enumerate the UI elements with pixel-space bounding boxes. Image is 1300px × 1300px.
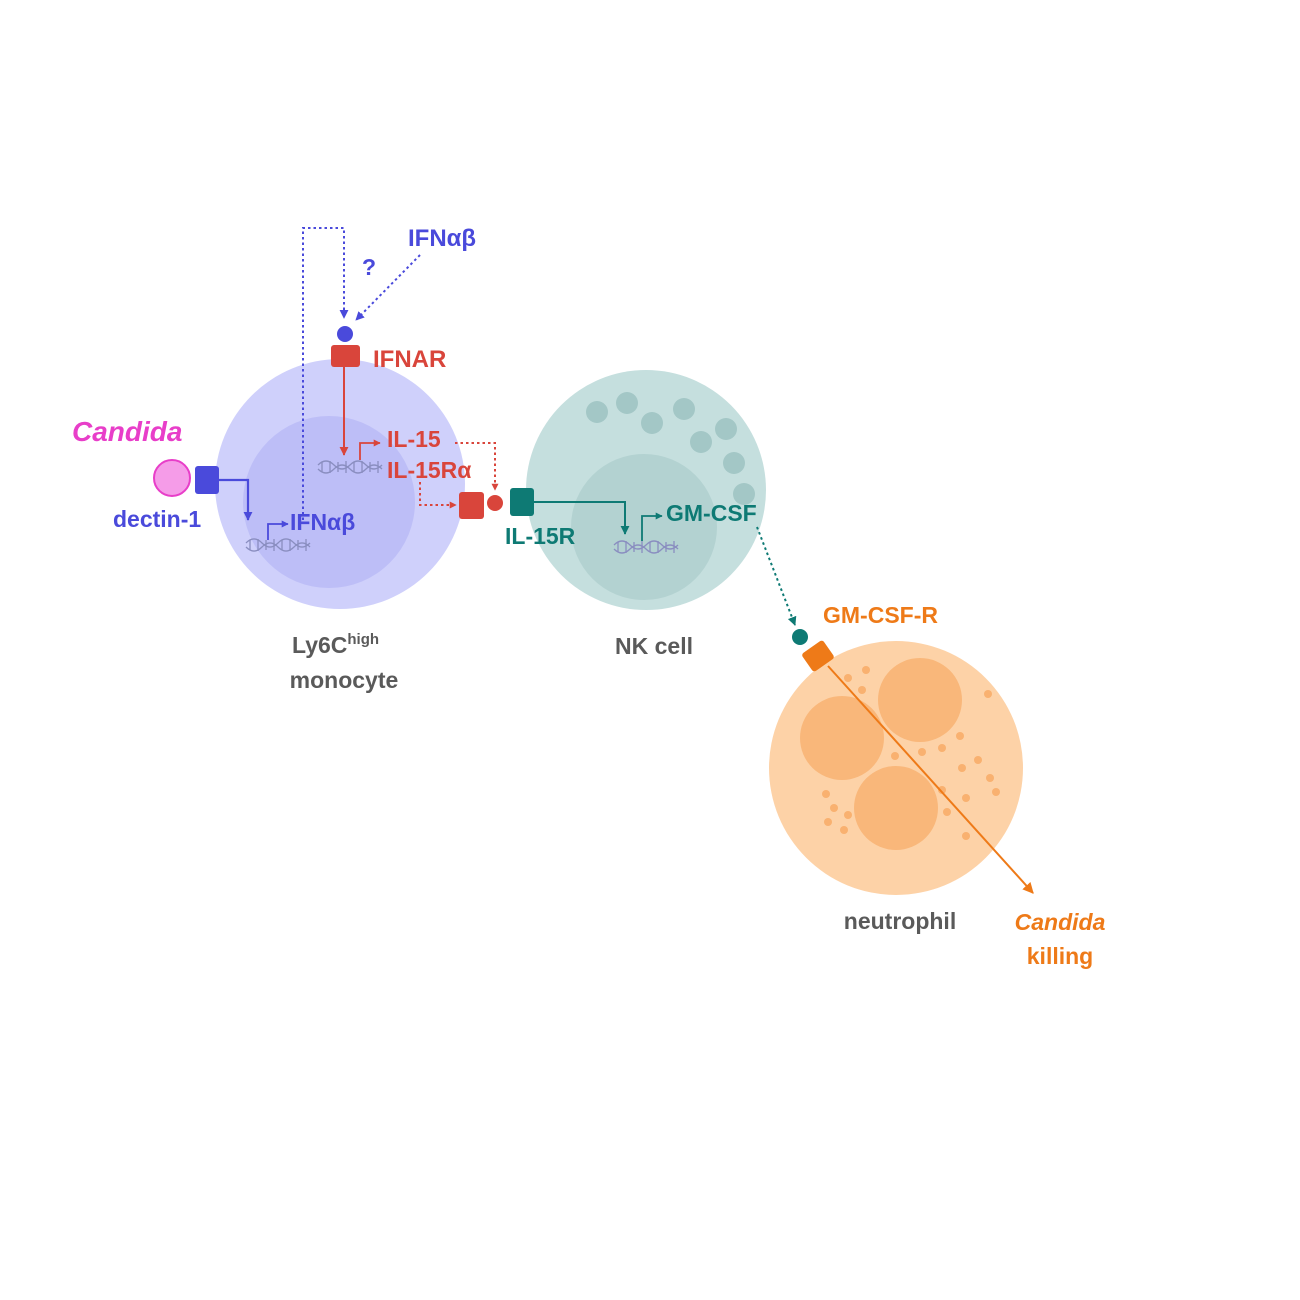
nk-granules (586, 392, 755, 505)
nk-cell-label: NK cell (615, 633, 693, 659)
ifn-ligand-dot (337, 326, 353, 342)
il15-transcription-arrow (359, 439, 381, 460)
il15r-label: IL-15R (505, 523, 576, 549)
candida-killing-label-line2: killing (1027, 943, 1093, 969)
candida-killing-label-line1: Candida (1015, 909, 1106, 935)
dectin-1-receptor (195, 466, 219, 494)
gmcsf-secretion-arrow (756, 526, 797, 626)
monocyte-name-main: Ly6C (292, 632, 347, 658)
gmcsf-ligand-dot (792, 629, 808, 645)
dectin-signal-arrow (219, 478, 253, 521)
dna-strand-monocyte-upper (317, 460, 383, 474)
il15r-receptor (510, 488, 534, 516)
dectin-1-label: dectin-1 (113, 506, 201, 532)
neutrophil-lobe (800, 696, 884, 780)
ifn-transcription-arrow (267, 520, 289, 540)
monocyte-name-line2: monocyte (290, 667, 399, 693)
ifnar-receptor (331, 345, 360, 367)
neutrophil-cell (769, 641, 1023, 895)
monocyte-name-superscript: high (347, 631, 379, 648)
dna-strand-nk (613, 540, 679, 554)
il15-ligand-dot (487, 495, 503, 511)
candida-label: Candida (72, 416, 182, 447)
gmcsfr-receptor (802, 640, 834, 672)
candida-cell-icon (153, 459, 191, 497)
gmcsf-label: GM-CSF (666, 500, 757, 526)
il15ra-label: IL-15Rα (387, 457, 471, 483)
neutrophil-label: neutrophil (844, 908, 956, 934)
neutrophil-lobe (854, 766, 938, 850)
il15-label: IL-15 (387, 426, 441, 452)
neutrophil-lobe (878, 658, 962, 742)
gmcsfr-label: GM-CSF-R (823, 602, 938, 628)
gmcsf-transcription-arrow (641, 512, 663, 541)
candida-killing-arrow (827, 665, 1034, 894)
ifn-extracellular-label: IFNαβ (408, 225, 476, 252)
nk-cell (526, 370, 766, 610)
nk-nucleus (571, 454, 717, 600)
ifn-exogenous-arrow (355, 254, 421, 321)
il15ra-receptor (459, 492, 484, 519)
il15r-signal-arrow (534, 501, 630, 535)
dna-strand-monocyte-left (245, 538, 311, 552)
il15ra-trafficking-arrow (419, 482, 457, 509)
monocyte-name-label: Ly6Chigh (292, 631, 379, 658)
monocyte-nucleus (243, 416, 415, 588)
question-mark-label: ? (362, 254, 376, 280)
neutrophil-granules (822, 666, 1000, 840)
ifnar-label: IFNAR (373, 346, 446, 373)
monocyte-cell (215, 359, 465, 609)
ifn-gene-label: IFNαβ (290, 509, 355, 535)
il15-secretion-arrow (455, 442, 499, 491)
